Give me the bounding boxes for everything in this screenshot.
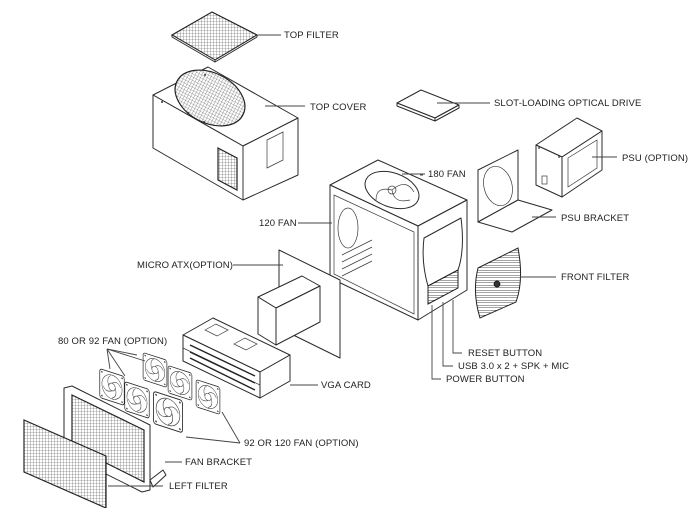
label-80-92-fan: 80 OR 92 FAN (OPTION) bbox=[58, 336, 167, 347]
label-top-cover: TOP COVER bbox=[310, 102, 367, 113]
label-reset-button: RESET BUTTON bbox=[468, 348, 542, 359]
optical-drive-part bbox=[396, 89, 460, 122]
label-180-fan: 180 FAN bbox=[428, 169, 466, 180]
leader-lines bbox=[106, 34, 617, 487]
fan-bracket-part bbox=[63, 385, 167, 493]
label-psu: PSU (OPTION) bbox=[622, 153, 688, 164]
label-micro-atx: MICRO ATX(OPTION) bbox=[137, 260, 233, 271]
label-vga-card: VGA CARD bbox=[321, 380, 371, 391]
top-filter-part bbox=[170, 11, 259, 63]
psu-bracket-part bbox=[477, 149, 553, 233]
label-psu-bracket: PSU BRACKET bbox=[561, 213, 629, 224]
micro-atx-part bbox=[257, 249, 341, 359]
label-92-120-fan: 92 OR 120 FAN (OPTION) bbox=[244, 438, 359, 449]
label-left-filter: LEFT FILTER bbox=[169, 481, 228, 492]
label-optical-drive: SLOT-LOADING OPTICAL DRIVE bbox=[494, 98, 641, 109]
label-usb-ports: USB 3.0 x 2 + SPK + MIC bbox=[458, 361, 569, 372]
chassis-part bbox=[329, 159, 468, 321]
front-filter-part bbox=[474, 247, 522, 319]
label-fan-bracket: FAN BRACKET bbox=[185, 457, 252, 468]
left-filter-part bbox=[23, 419, 107, 508]
label-top-filter: TOP FILTER bbox=[284, 30, 339, 41]
label-front-filter: FRONT FILTER bbox=[561, 272, 629, 283]
psu-part bbox=[535, 117, 603, 198]
vga-card-part bbox=[182, 317, 291, 399]
label-power-button: POWER BUTTON bbox=[446, 374, 525, 385]
top-cover-part bbox=[152, 66, 299, 201]
label-120-fan: 120 FAN bbox=[259, 218, 297, 229]
